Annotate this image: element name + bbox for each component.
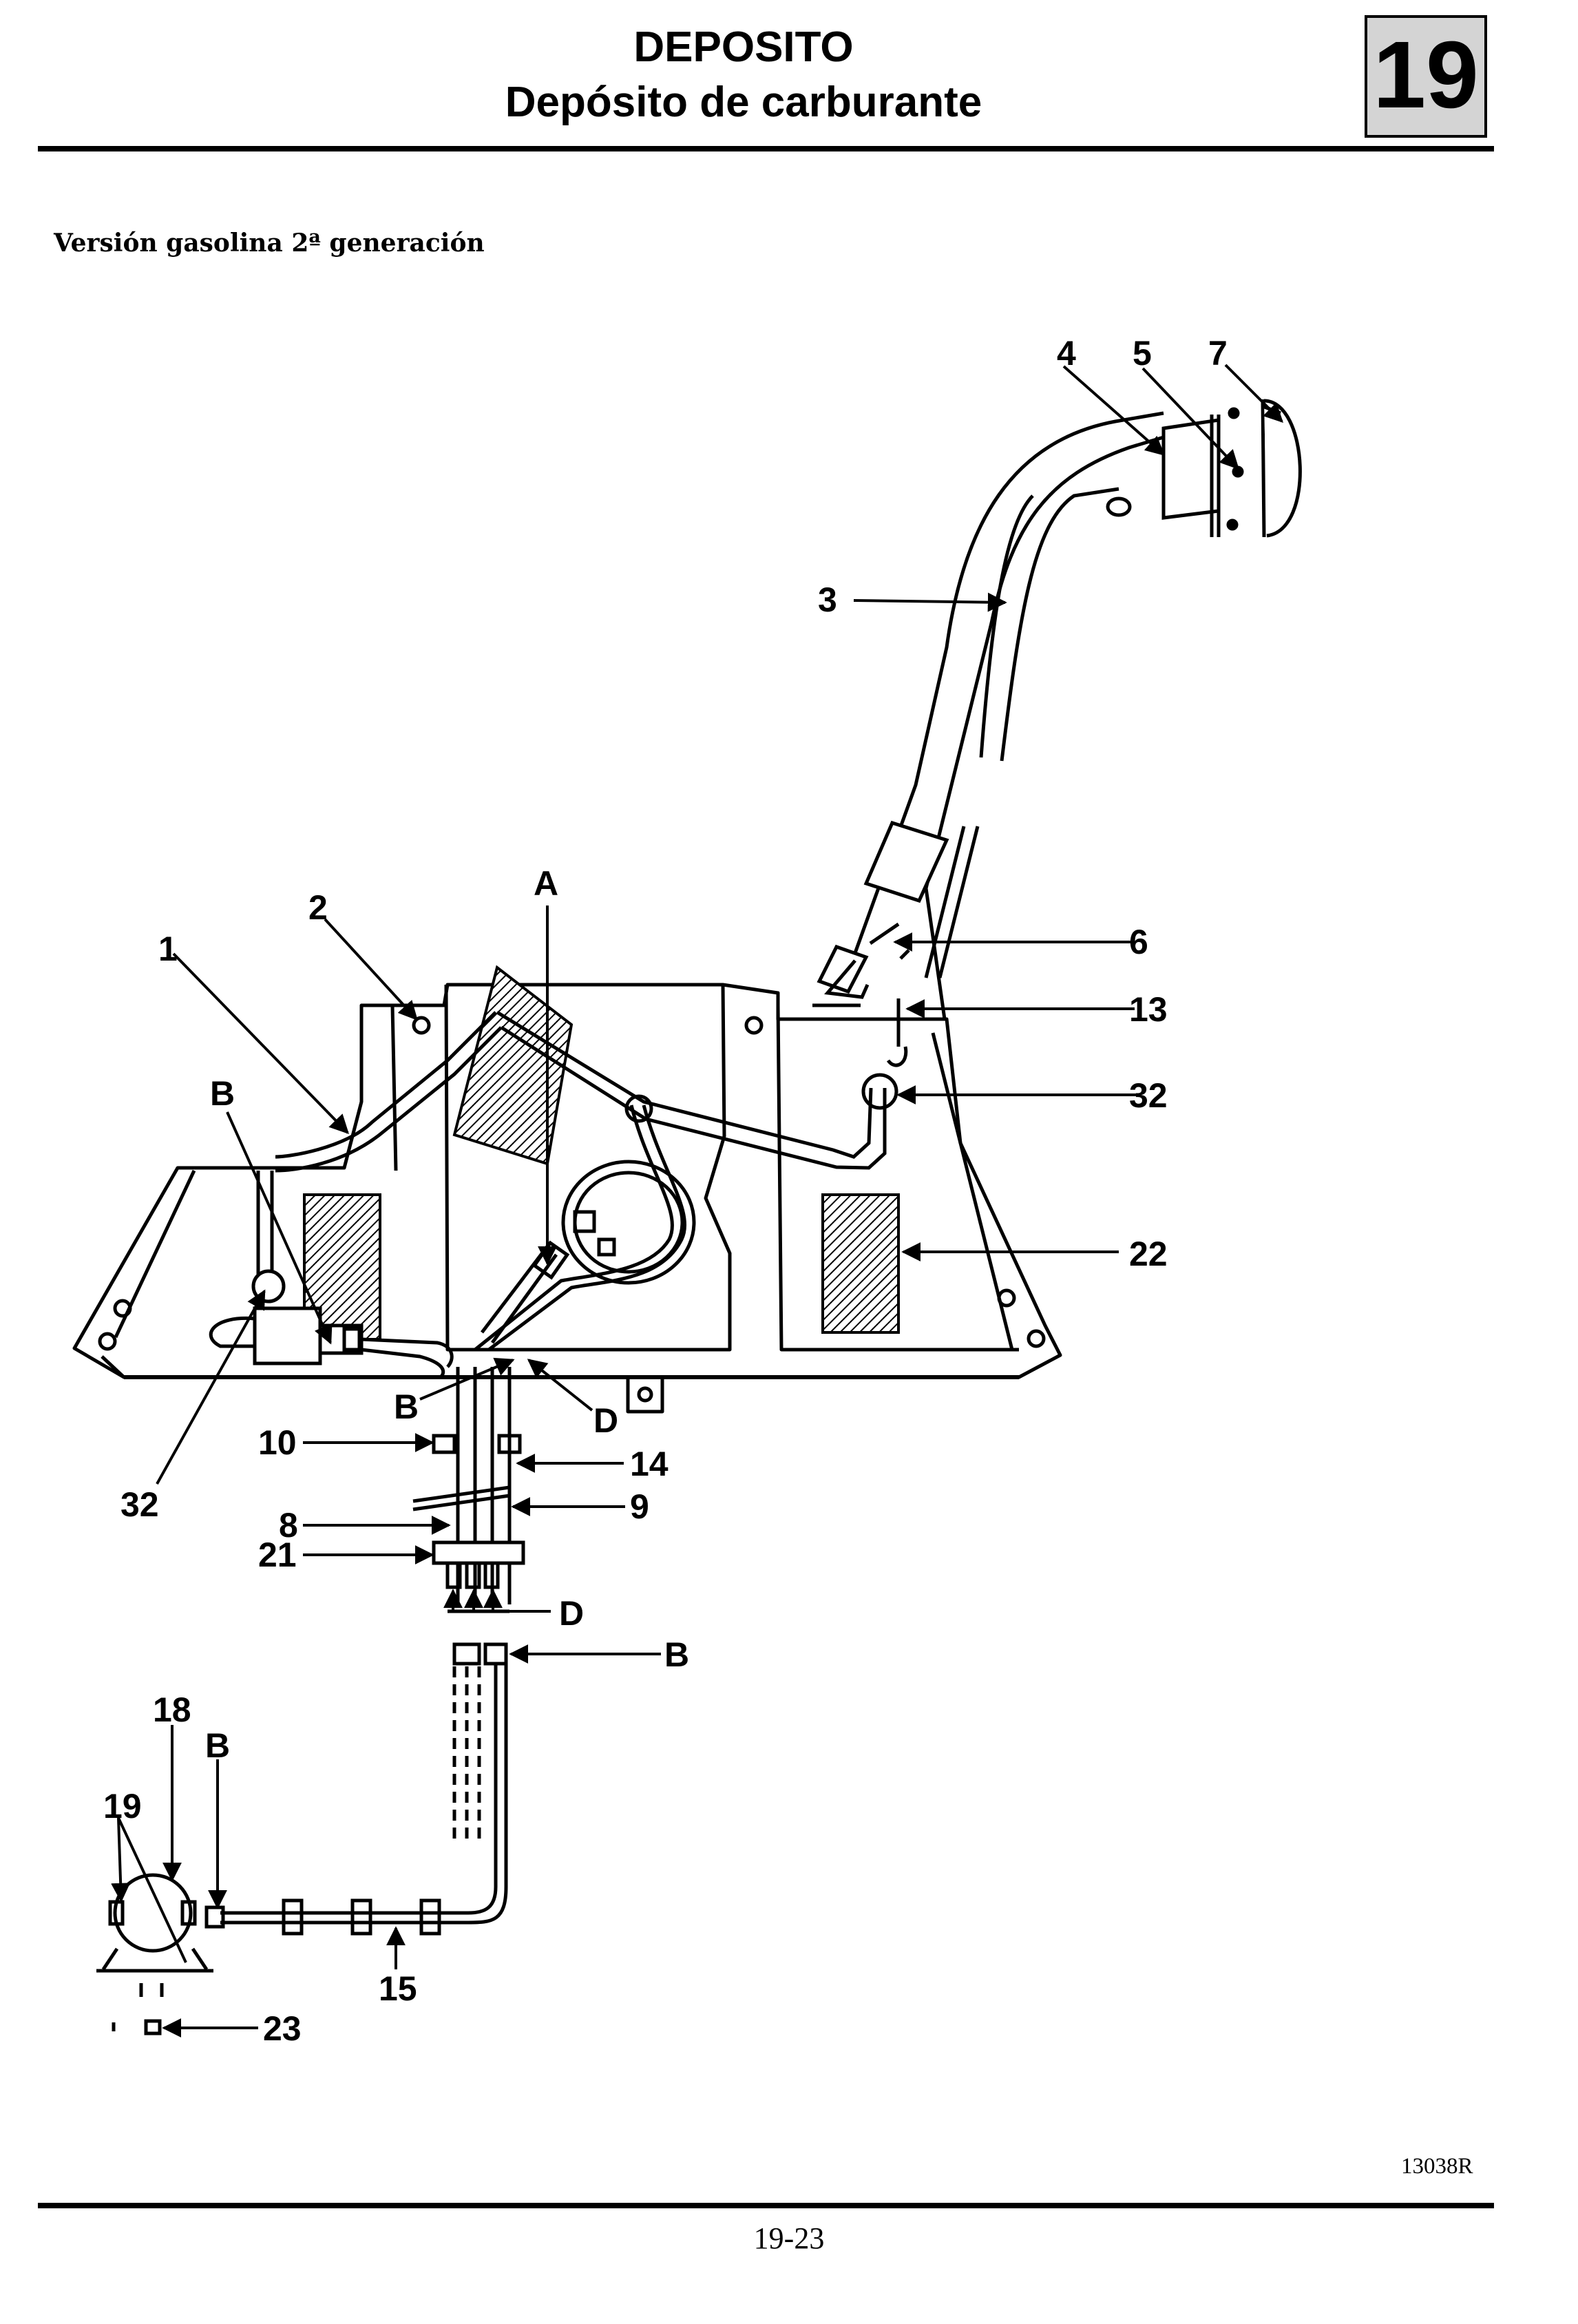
header-rule	[38, 146, 1494, 151]
chapter-number: 19	[1373, 22, 1479, 128]
callout-9: 9	[630, 1487, 649, 1526]
callout-22: 22	[1129, 1235, 1168, 1273]
callout-32-left: 32	[120, 1485, 159, 1524]
filler-cap	[1161, 399, 1302, 538]
callout-B-upper: B	[210, 1074, 235, 1113]
callout-labels: 1 2 3 4 5 7 6 13 32 22 A B B D 32 10 14 …	[103, 334, 1228, 2048]
callout-D-bundle: D	[559, 1594, 584, 1633]
callout-B-tank: B	[394, 1388, 419, 1426]
callout-10: 10	[258, 1423, 297, 1462]
callout-15: 15	[379, 1969, 417, 2008]
callout-1: 1	[158, 930, 178, 968]
page-title-line1: DEPOSITO	[633, 23, 854, 71]
tank-hoses	[256, 1010, 898, 1351]
callout-B-remote: B	[664, 1635, 689, 1674]
callout-A: A	[534, 864, 558, 903]
vent-pipe	[886, 826, 980, 1067]
callout-4: 4	[1057, 334, 1076, 373]
chapter-badge: 19	[1365, 15, 1487, 138]
page-number: 19-23	[753, 2221, 825, 2255]
callout-23: 23	[263, 2009, 302, 2048]
callout-5: 5	[1133, 334, 1152, 373]
leader-lines	[111, 364, 1283, 2038]
callout-18: 18	[153, 1690, 191, 1729]
remote-pipes	[204, 1642, 508, 1936]
callout-14: 14	[630, 1445, 669, 1483]
callout-B-filter: B	[205, 1726, 230, 1765]
filler-neck	[817, 411, 1164, 1020]
pipe-bundle	[412, 1367, 525, 1613]
callout-8: 8	[279, 1506, 298, 1545]
callout-32-right: 32	[1129, 1076, 1168, 1115]
callout-3: 3	[818, 580, 837, 619]
callout-21: 21	[258, 1536, 297, 1574]
callout-D-tank: D	[593, 1401, 618, 1440]
canister	[209, 1269, 454, 1379]
callout-13: 13	[1129, 990, 1168, 1029]
callout-6: 6	[1129, 923, 1148, 961]
fuel-filter	[96, 1873, 213, 2035]
figure-reference: 13038R	[1401, 2154, 1473, 2179]
callout-2: 2	[308, 888, 328, 927]
page-title-line2: Depósito de carburante	[505, 78, 982, 126]
footer-rule	[38, 2203, 1494, 2208]
callout-7: 7	[1208, 334, 1228, 373]
callout-19: 19	[103, 1787, 142, 1825]
section-subtitle: Versión gasolina 2ª generación	[54, 229, 485, 258]
tank-pads	[303, 965, 900, 1341]
